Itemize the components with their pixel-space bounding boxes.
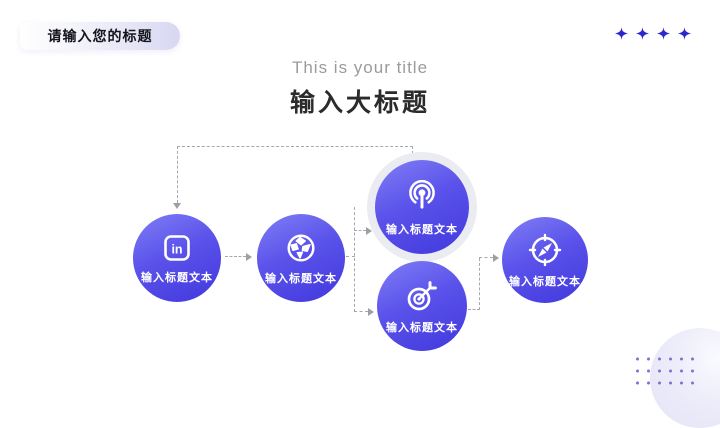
connector-arrowhead-right — [368, 308, 374, 316]
target-icon — [407, 280, 437, 310]
node-linkedin[interactable]: in 输入标题文本 — [133, 214, 221, 302]
page-title[interactable]: 输入大标题 — [289, 89, 430, 117]
connector-loop-vertical-left — [177, 146, 178, 203]
sparkle-icon — [657, 27, 670, 40]
linkedin-icon: in — [164, 234, 190, 261]
dot-grid-decoration — [630, 351, 696, 386]
slide-subtitle[interactable]: This is your title — [291, 58, 429, 77]
compass-icon — [528, 233, 562, 266]
connector-branch-node4 — [354, 311, 368, 312]
node-label: 输入标题文本 — [386, 321, 458, 334]
broadcast-icon — [409, 179, 435, 209]
connector-node1-node2 — [225, 256, 246, 257]
node-target[interactable]: 输入标题文本 — [377, 261, 467, 351]
slide-title-badge-label: 请输入您的标题 — [47, 28, 153, 44]
connector-loop-horizontal — [177, 146, 413, 147]
svg-text:in: in — [171, 242, 182, 256]
connector-node2-stub — [346, 256, 355, 257]
sparkle-icon — [636, 27, 649, 40]
connector-branch-node5 — [479, 257, 493, 258]
node-label: 输入标题文本 — [265, 272, 337, 285]
connector-arrowhead-right — [366, 227, 372, 235]
node-label: 输入标题文本 — [141, 271, 213, 284]
connector-node4-stub — [468, 309, 480, 310]
connector-arrowhead-down — [173, 203, 181, 209]
connector-arrowhead-right — [246, 253, 252, 261]
connector-trunk-right — [479, 258, 480, 310]
connector-loop-vertical-right — [412, 146, 413, 159]
node-compass[interactable]: 输入标题文本 — [502, 217, 588, 303]
node-globe[interactable]: 输入标题文本 — [257, 214, 345, 302]
connector-arrowhead-right — [493, 254, 499, 262]
connector-branch-node3 — [354, 230, 366, 231]
node-label: 输入标题文本 — [509, 275, 581, 288]
node-broadcast[interactable]: 输入标题文本 — [375, 160, 469, 254]
sparkle-icon — [678, 27, 691, 40]
sparkle-decoration — [615, 27, 691, 40]
globe-icon — [287, 233, 315, 262]
connector-trunk-left — [354, 207, 355, 312]
node-label: 输入标题文本 — [386, 223, 458, 236]
sparkle-icon — [615, 27, 628, 40]
slide-title-badge[interactable]: 请输入您的标题 — [20, 22, 180, 50]
